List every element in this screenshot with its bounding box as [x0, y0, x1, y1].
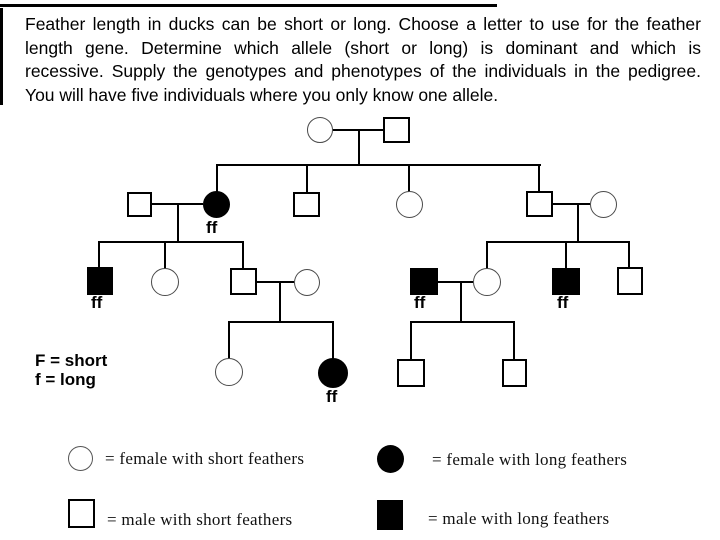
pedigree-male-I-2 — [383, 117, 410, 143]
allele-key: F = short f = long — [35, 351, 107, 389]
instructions-line: recessive. Supply the genotypes and phen… — [25, 61, 701, 81]
pedigree-male-II-1-married-in — [127, 192, 152, 217]
pedigree-male-III-7-affected — [552, 268, 580, 295]
pedigree-connector-line — [164, 241, 166, 269]
allele-key-long: f = long — [35, 370, 96, 389]
pedigree-connector-line — [358, 129, 360, 166]
pedigree-connector-line — [228, 321, 334, 323]
pedigree-connector-line — [332, 321, 334, 359]
instructions-line: Feather length in ducks can be short or … — [25, 14, 701, 34]
pedigree-male-III-1-affected — [87, 267, 113, 295]
legend-label-female-short: = female with short feathers — [105, 449, 305, 468]
pedigree-male-IV-4 — [502, 359, 527, 387]
pedigree-female-IV-1 — [215, 358, 243, 386]
pedigree-connector-line — [216, 164, 218, 192]
pedigree-female-I-1 — [307, 117, 333, 143]
pedigree-connector-line — [279, 281, 281, 322]
pedigree-male-III-3 — [230, 268, 257, 295]
pedigree-female-II-2-affected — [203, 191, 230, 218]
female-long-feathers-symbol — [377, 445, 404, 473]
pedigree-connector-line — [628, 241, 630, 268]
left-border-line — [0, 8, 3, 105]
genotype-label: ff — [91, 293, 103, 312]
pedigree-connector-line — [242, 241, 244, 269]
pedigree-connector-line — [257, 281, 294, 283]
pedigree-connector-line — [216, 164, 541, 166]
pedigree-female-II-6-married-in — [590, 191, 617, 218]
instructions-line: length gene. Determine which allele (sho… — [25, 37, 701, 58]
genotype-label: ff — [206, 218, 218, 237]
pedigree-female-IV-2-affected — [318, 358, 348, 388]
pedigree-connector-line — [486, 241, 488, 269]
pedigree-connector-line — [228, 321, 230, 359]
pedigree-connector-line — [177, 203, 179, 243]
allele-key-short: F = short — [35, 351, 108, 370]
pedigree-male-III-5-affected-married-in — [410, 268, 438, 295]
legend-label-male-short: = male with short feathers — [107, 510, 293, 529]
pedigree-female-II-4 — [396, 191, 423, 218]
pedigree-connector-line — [553, 203, 590, 205]
pedigree-male-II-5 — [526, 191, 553, 217]
pedigree-connector-line — [565, 241, 567, 269]
pedigree-female-III-6 — [473, 268, 501, 296]
pedigree-connector-line — [98, 241, 244, 243]
pedigree-connector-line — [98, 241, 100, 268]
pedigree-connector-line — [460, 281, 462, 322]
female-short-feathers-symbol — [68, 446, 93, 471]
pedigree-connector-line — [306, 164, 308, 193]
pedigree-connector-line — [486, 241, 630, 243]
genotype-label: ff — [326, 387, 338, 406]
pedigree-connector-line — [410, 321, 412, 360]
pedigree-connector-line — [577, 203, 579, 243]
male-short-feathers-symbol — [68, 499, 95, 528]
pedigree-connector-line — [538, 164, 540, 192]
instructions-paragraph: Feather length in ducks can be short or … — [25, 13, 701, 107]
pedigree-male-III-8 — [617, 267, 643, 295]
pedigree-connector-line — [410, 321, 515, 323]
genotype-label: ff — [414, 293, 426, 312]
pedigree-female-III-2 — [151, 268, 179, 296]
pedigree-female-III-4-married-in — [294, 269, 320, 296]
pedigree-male-IV-3 — [397, 359, 425, 387]
legend-label-male-long: = male with long feathers — [428, 509, 610, 528]
pedigree-connector-line — [513, 321, 515, 360]
genotype-label: ff — [557, 293, 569, 312]
male-long-feathers-symbol — [377, 500, 403, 530]
instructions-line: You will have five individuals where you… — [25, 84, 499, 105]
pedigree-male-II-3 — [293, 192, 320, 217]
pedigree-connector-line — [408, 164, 410, 192]
legend-label-female-long: = female with long feathers — [432, 450, 628, 469]
pedigree-connector-line — [438, 281, 473, 283]
top-border-line — [0, 4, 497, 7]
